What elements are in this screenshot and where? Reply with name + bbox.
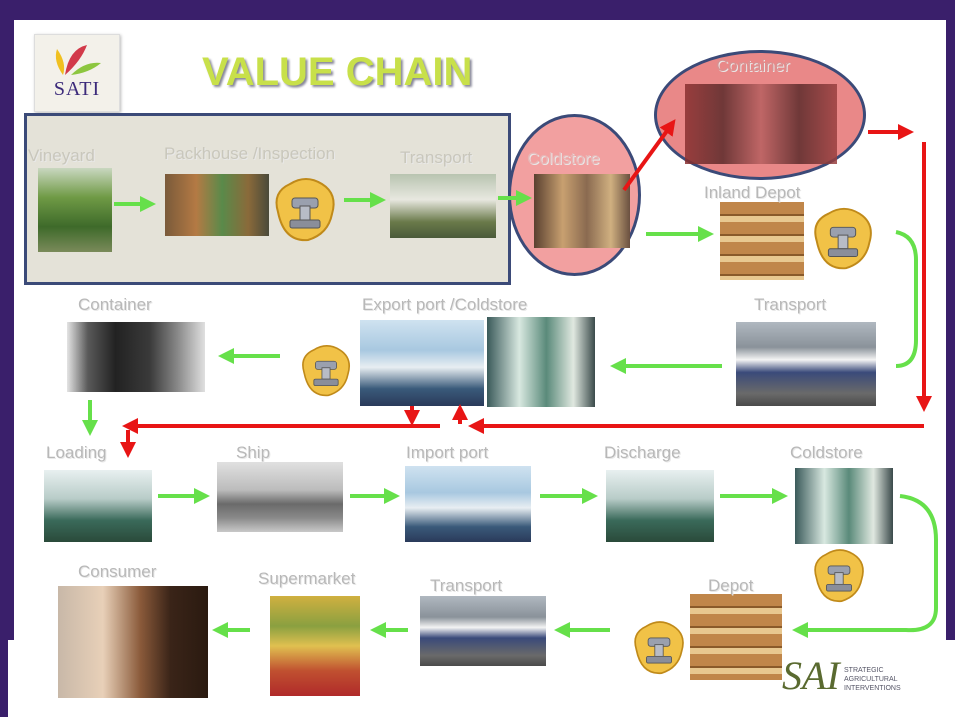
frame-bottom-left-bar xyxy=(0,640,8,717)
sai-logo-text: STRATEGIC AGRICULTURAL INTERVENTIONS xyxy=(844,666,901,693)
label-coldstore-farm: Coldstore xyxy=(527,149,600,168)
inland-depot-photo xyxy=(720,202,804,280)
inspection-stamp-icon xyxy=(296,340,356,402)
label-consumer: Consumer xyxy=(78,562,157,581)
page-title: VALUE CHAIN xyxy=(202,50,473,94)
label-container-left: Container xyxy=(78,295,152,314)
transport-bottom-photo xyxy=(420,596,546,666)
export-port-photo xyxy=(360,320,484,406)
label-coldstore-import: Coldstore xyxy=(790,443,863,462)
label-import-port: Import port xyxy=(406,443,489,462)
label-discharge: Discharge xyxy=(604,443,681,462)
label-inland-depot: Inland Depot xyxy=(704,183,801,202)
frame-top-bar xyxy=(0,0,955,22)
consumer-photo xyxy=(58,586,208,698)
arrow-coldstore-to-container xyxy=(622,119,676,192)
sai-line-2: AGRICULTURAL xyxy=(844,676,898,683)
ship-photo xyxy=(217,462,343,532)
sai-line-3: INTERVENTIONS xyxy=(844,685,901,692)
sati-logo: SATI xyxy=(34,34,120,112)
container-left-photo xyxy=(67,322,205,392)
frame-left-bar xyxy=(0,0,16,640)
curve-depot-to-transport xyxy=(895,230,918,368)
inspection-stamp-icon xyxy=(808,544,870,608)
label-packhouse: Packhouse /Inspection xyxy=(164,144,336,163)
label-transport-bottom: Transport xyxy=(430,576,503,595)
transport-farm-photo xyxy=(390,174,496,238)
logo-text: SATI xyxy=(53,78,101,100)
label-depot: Depot xyxy=(708,576,754,595)
supermarket-photo xyxy=(270,596,360,696)
label-ship: Ship xyxy=(236,443,271,462)
label-export-port: Export port /Coldstore xyxy=(362,295,528,314)
inspection-stamp-icon xyxy=(806,202,880,276)
discharge-photo xyxy=(606,470,714,542)
curve-coldstore-to-depot xyxy=(792,494,938,638)
frame-right-bar xyxy=(946,0,955,640)
label-container-top: Container xyxy=(716,56,790,75)
export-coldstore-photo xyxy=(487,317,595,407)
label-supermarket: Supermarket xyxy=(258,569,356,588)
label-vineyard: Vineyard xyxy=(28,146,95,165)
loading-photo xyxy=(44,470,152,542)
label-loading: Loading xyxy=(46,443,107,462)
import-port-photo xyxy=(405,466,531,542)
sai-line-1: STRATEGIC xyxy=(844,667,884,674)
coldstore-farm-photo xyxy=(534,174,630,248)
depot-photo xyxy=(690,594,782,680)
label-transport-farm: Transport xyxy=(400,148,473,167)
inspection-stamp-icon xyxy=(268,172,342,248)
container-top-photo xyxy=(685,84,837,164)
sati-leaf-icon xyxy=(55,45,101,75)
vineyard-photo xyxy=(38,168,112,252)
packhouse-photo xyxy=(165,174,269,236)
label-transport-right: Transport xyxy=(754,295,827,314)
transport-right-photo xyxy=(736,322,876,406)
inspection-stamp-icon xyxy=(628,616,690,680)
coldstore-import-photo xyxy=(795,468,893,544)
sai-logo-mark: SAI xyxy=(782,653,840,698)
